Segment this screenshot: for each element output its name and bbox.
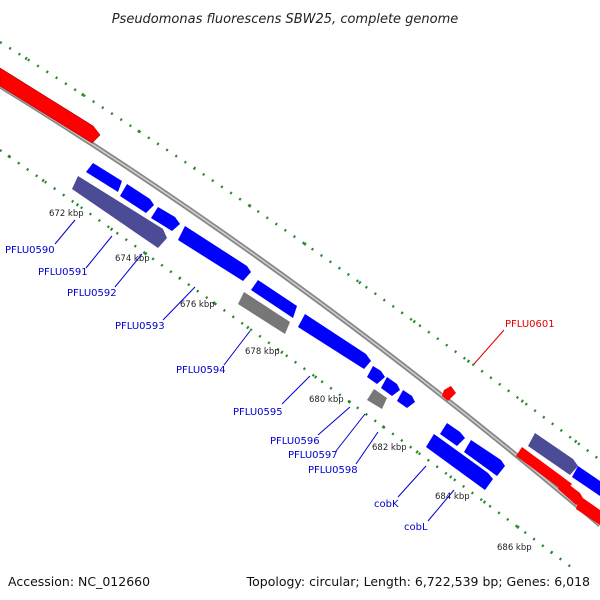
cds-feature-reverse [251,280,297,318]
leader-line [281,375,311,405]
cds-feature-reverse [572,466,600,496]
gene-label[interactable]: PFLU0598 [308,465,358,476]
leader-line [355,431,379,465]
leader-line [54,219,76,245]
tick-label: 682 kbp [372,443,407,453]
leader-line [162,286,196,321]
gene-label-leaders [54,219,505,522]
cds-feature-reverse [86,163,122,192]
cds-feature-forward [576,496,600,525]
cds-feature-reverse [464,440,505,476]
leader-line [317,406,351,436]
genome-backbone [0,83,600,527]
cds-feature-forward [442,386,456,401]
reverse-cds-track [72,163,600,496]
map-title: Pseudomonas fluorescens SBW25, complete … [112,12,459,27]
outer-dotted-ring [0,40,600,462]
gene-label[interactable]: cobK [374,499,399,510]
gene-label[interactable]: cobL [404,522,428,533]
gene-label[interactable]: PFLU0601 [505,319,555,330]
forward-cds-track [0,67,600,525]
gene-label[interactable]: PFLU0595 [233,407,283,418]
tick-label: 676 kbp [180,300,215,310]
cds-feature-selected [72,176,167,248]
cds-feature-forward [558,480,584,505]
tick-label: 672 kbp [49,209,84,219]
accession-text: Accession: NC_012660 [8,574,150,589]
cds-feature-reverse [298,314,371,369]
tick-label: 684 kbp [435,492,470,502]
gene-label[interactable]: PFLU0597 [288,450,338,461]
genome-summary-text: Topology: circular; Length: 6,722,539 bp… [246,574,590,589]
gene-label[interactable]: PFLU0594 [176,365,226,376]
cds-feature-reverse [426,434,493,490]
cds-feature-reverse [367,366,385,384]
inner-dotted-ring [0,148,576,572]
tick-labels: 672 kbp 674 kbp 676 kbp 678 kbp 680 kbp … [49,209,532,553]
leader-line [397,465,427,498]
gene-label[interactable]: PFLU0590 [5,245,55,256]
gene-labels: PFLU0590 PFLU0591 PFLU0592 PFLU0593 PFLU… [5,245,555,533]
cds-feature-other [367,389,387,409]
leader-line [473,329,505,365]
tick-label: 674 kbp [115,254,150,264]
cds-feature-forward [516,447,572,492]
leader-line [85,235,113,269]
cds-feature-reverse [397,390,415,408]
gene-label[interactable]: PFLU0592 [67,288,117,299]
cds-feature-reverse [440,423,465,446]
leader-line [427,489,455,522]
cds-feature-reverse [381,377,400,396]
leader-line [223,330,251,366]
cds-feature-reverse [178,226,251,281]
cds-feature-reverse [120,184,154,213]
cds-feature-reverse [151,207,180,231]
cds-feature-selected [528,433,578,475]
leader-line [335,413,366,452]
gene-label[interactable]: PFLU0596 [270,436,320,447]
gene-label[interactable]: PFLU0591 [38,267,88,278]
tick-label: 678 kbp [245,347,280,357]
tick-label: 680 kbp [309,395,344,405]
tick-label: 686 kbp [497,543,532,553]
gene-label[interactable]: PFLU0593 [115,321,165,332]
cds-feature-forward [0,67,101,144]
cds-feature-other [238,292,290,334]
leader-line [114,253,143,288]
